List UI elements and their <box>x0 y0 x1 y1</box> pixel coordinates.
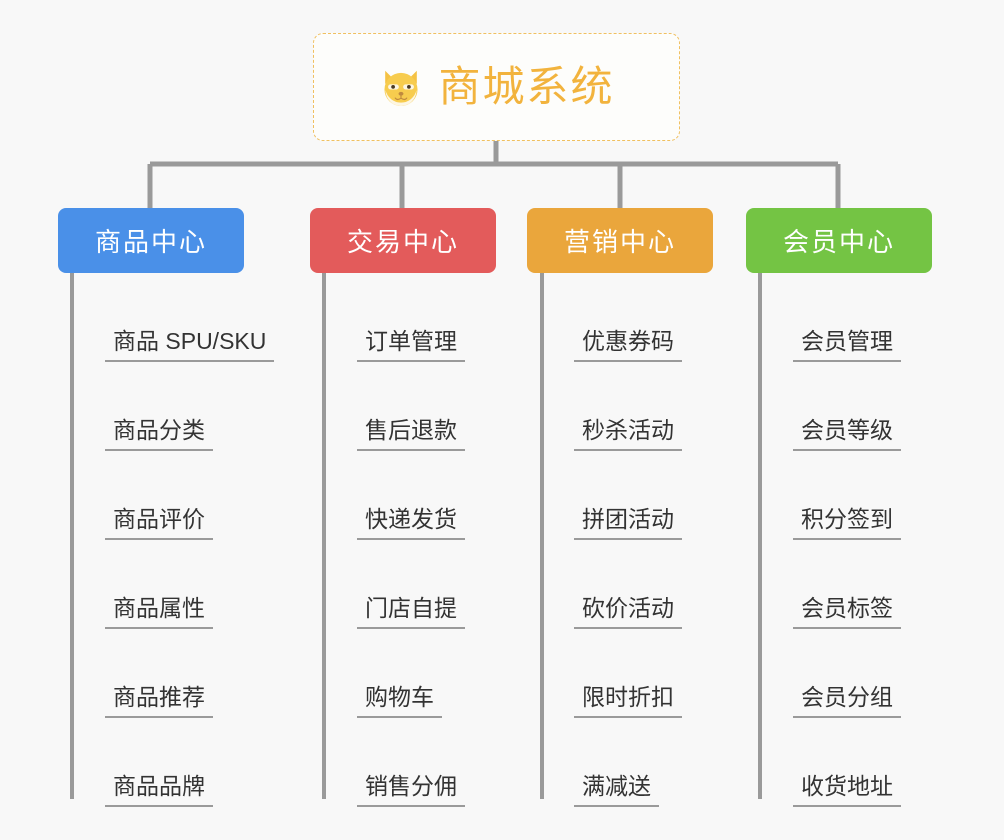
leaf-list-marketing-center: 优惠券码 秒杀活动 拼团活动 砍价活动 限时折扣 满减送 <box>541 273 682 807</box>
leaf-label: 购物车 <box>357 684 442 718</box>
root-node[interactable]: 商城系统 <box>313 33 680 141</box>
category-label: 交易中心 <box>346 227 459 257</box>
leaf-item[interactable]: 满减送 <box>541 718 682 807</box>
branch-member-center: 会员中心 会员管理 会员等级 积分签到 会员标签 会员分组 收货地址 <box>746 208 932 807</box>
leaf-item[interactable]: 快递发货 <box>324 451 465 540</box>
category-node-marketing-center[interactable]: 营销中心 <box>527 208 713 273</box>
leaf-label: 积分签到 <box>793 506 901 540</box>
leaf-item[interactable]: 商品品牌 <box>72 718 274 807</box>
leaf-label: 订单管理 <box>357 328 465 362</box>
leaf-label: 限时折扣 <box>574 684 682 718</box>
leaf-label: 商品分类 <box>105 417 213 451</box>
leaf-label: 会员标签 <box>793 595 901 629</box>
category-node-member-center[interactable]: 会员中心 <box>746 208 932 273</box>
leaf-label: 商品品牌 <box>105 773 213 807</box>
branch-product-center: 商品中心 商品 SPU/SKU 商品分类 商品评价 商品属性 商品推荐 商品品牌 <box>58 208 275 807</box>
leaf-label: 满减送 <box>574 773 659 807</box>
leaf-item[interactable]: 限时折扣 <box>541 629 682 718</box>
page-title: 商城系统 <box>438 63 615 110</box>
leaf-item[interactable]: 优惠券码 <box>541 273 682 362</box>
leaf-item[interactable]: 购物车 <box>324 629 465 718</box>
leaf-label: 会员分组 <box>793 684 901 718</box>
leaf-item[interactable]: 砍价活动 <box>541 540 682 629</box>
leaf-item[interactable]: 会员管理 <box>760 273 901 362</box>
leaf-item[interactable]: 会员分组 <box>760 629 901 718</box>
leaf-item[interactable]: 积分签到 <box>760 451 901 540</box>
leaf-label: 门店自提 <box>357 595 465 629</box>
leaf-label: 会员管理 <box>793 328 901 362</box>
leaf-label: 拼团活动 <box>574 506 682 540</box>
leaf-label: 商品评价 <box>105 506 213 540</box>
leaf-label: 商品推荐 <box>105 684 213 718</box>
category-node-product-center[interactable]: 商品中心 <box>58 208 244 273</box>
leaf-item[interactable]: 会员标签 <box>760 540 901 629</box>
leaf-item[interactable]: 商品评价 <box>72 451 274 540</box>
category-label: 会员中心 <box>782 227 895 257</box>
leaf-item[interactable]: 收货地址 <box>760 718 901 807</box>
leaf-item[interactable]: 订单管理 <box>324 273 465 362</box>
leaf-label: 快递发货 <box>357 506 465 540</box>
leaf-label: 商品属性 <box>105 595 213 629</box>
leaf-item[interactable]: 门店自提 <box>324 540 465 629</box>
leaf-label: 售后退款 <box>357 417 465 451</box>
leaf-item[interactable]: 销售分佣 <box>324 718 465 807</box>
leaf-item[interactable]: 商品属性 <box>72 540 274 629</box>
branch-trade-center: 交易中心 订单管理 售后退款 快递发货 门店自提 购物车 销售分佣 <box>310 208 496 807</box>
leaf-label: 优惠券码 <box>574 328 682 362</box>
leaf-label: 销售分佣 <box>357 773 465 807</box>
leaf-item[interactable]: 售后退款 <box>324 362 465 451</box>
leaf-list-trade-center: 订单管理 售后退款 快递发货 门店自提 购物车 销售分佣 <box>324 273 465 807</box>
leaf-label: 商品 SPU/SKU <box>105 328 275 362</box>
branch-marketing-center: 营销中心 优惠券码 秒杀活动 拼团活动 砍价活动 限时折扣 满减送 <box>527 208 713 807</box>
category-label: 营销中心 <box>563 227 676 257</box>
leaf-item[interactable]: 拼团活动 <box>541 451 682 540</box>
leaf-label: 会员等级 <box>793 417 901 451</box>
leaf-list-member-center: 会员管理 会员等级 积分签到 会员标签 会员分组 收货地址 <box>760 273 901 807</box>
leaf-item[interactable]: 商品分类 <box>72 362 274 451</box>
leaf-item[interactable]: 商品推荐 <box>72 629 274 718</box>
category-node-trade-center[interactable]: 交易中心 <box>310 208 496 273</box>
leaf-label: 秒杀活动 <box>574 417 682 451</box>
leaf-item[interactable]: 会员等级 <box>760 362 901 451</box>
category-label: 商品中心 <box>94 227 207 257</box>
leaf-item[interactable]: 秒杀活动 <box>541 362 682 451</box>
shiba-dog-face-icon <box>384 70 419 108</box>
leaf-item[interactable]: 商品 SPU/SKU <box>72 273 275 362</box>
leaf-list-product-center: 商品 SPU/SKU 商品分类 商品评价 商品属性 商品推荐 商品品牌 <box>72 273 275 807</box>
leaf-label: 收货地址 <box>793 773 901 807</box>
leaf-label: 砍价活动 <box>574 595 682 629</box>
